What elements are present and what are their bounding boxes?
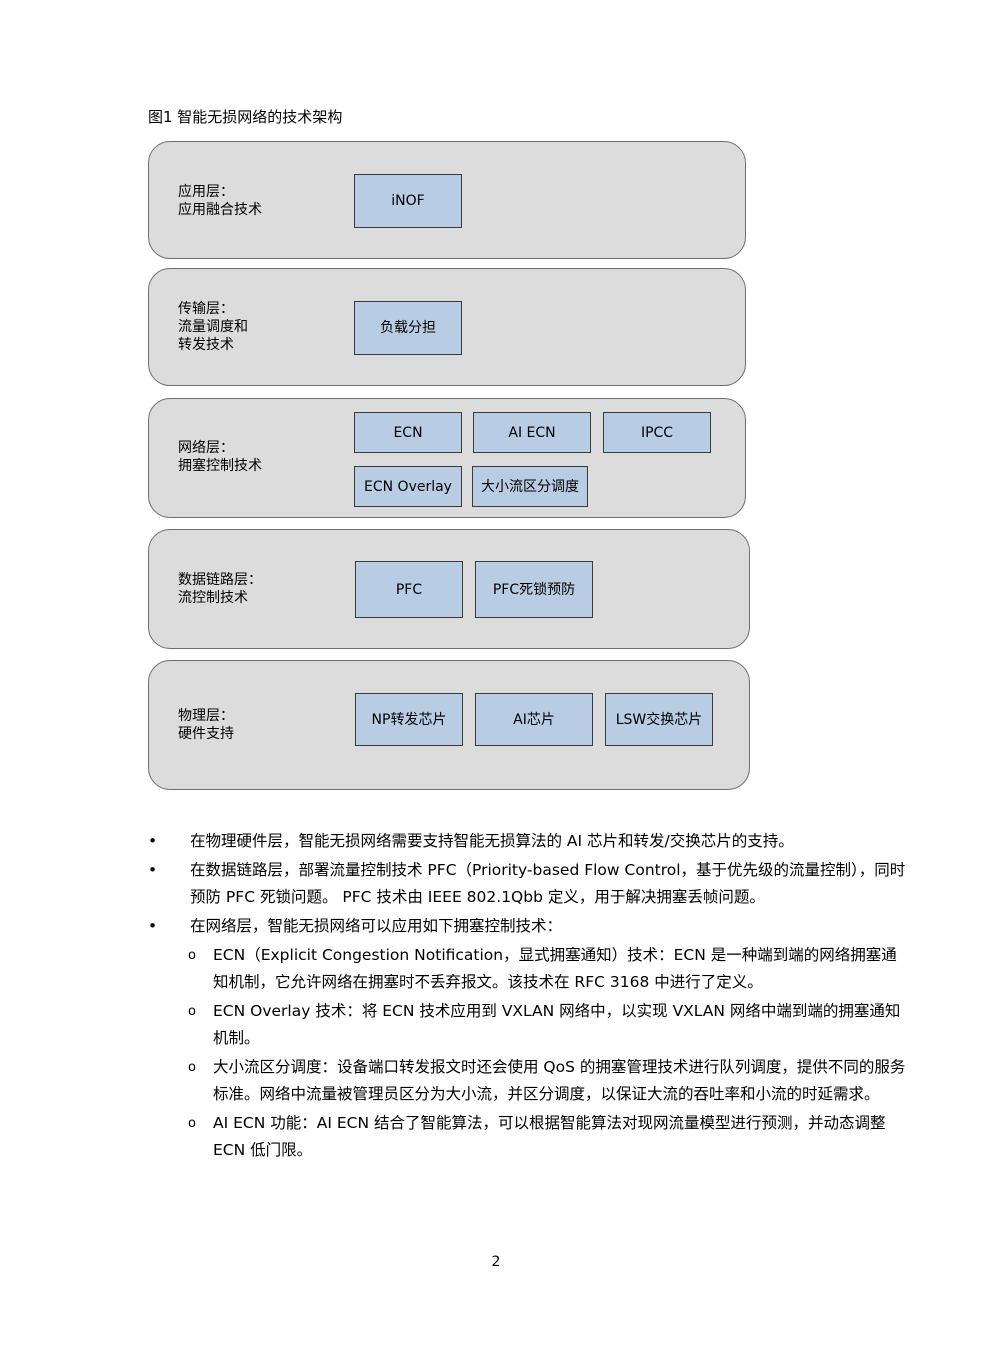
layer-label-line: 数据链路层：: [178, 572, 262, 588]
box-ai-ecn: AI ECN: [473, 412, 591, 453]
bullet-text: 在数据链路层，部署流量控制技术 PFC（Priority-based Flow …: [190, 861, 906, 906]
figure-caption: 图1 智能无损网络的技术架构: [148, 108, 343, 126]
box-pfc-deadlock: PFC死锁预防: [475, 561, 593, 618]
sub-bullet-text: ECN（Explicit Congestion Notification，显式拥…: [213, 946, 897, 991]
layer-label-line: 流量调度和: [178, 319, 248, 335]
page-number: 2: [491, 1254, 501, 1270]
bullet-text: 在网络层，智能无损网络可以应用如下拥塞控制技术：: [190, 917, 563, 935]
box-ecn-overlay: ECN Overlay: [354, 466, 462, 507]
layer-label-line: 拥塞控制技术: [178, 458, 262, 474]
bullet-item: 在网络层，智能无损网络可以应用如下拥塞控制技术：: [148, 913, 908, 940]
layer-label: 应用层： 应用融合技术: [178, 183, 262, 219]
layer-data-link: 数据链路层： 流控制技术 PFC PFC死锁预防: [148, 529, 750, 649]
sub-bullet-item: ECN Overlay 技术：将 ECN 技术应用到 VXLAN 网络中，以实现…: [148, 998, 908, 1052]
layer-label: 数据链路层： 流控制技术: [178, 571, 262, 607]
layer-label-line: 应用层：: [178, 184, 234, 200]
bullet-item: 在物理硬件层，智能无损网络需要支持智能无损算法的 AI 芯片和转发/交换芯片的支…: [148, 828, 908, 855]
layer-label: 物理层： 硬件支持: [178, 707, 234, 743]
layer-physical: 物理层： 硬件支持 NP转发芯片 AI芯片 LSW交换芯片: [148, 660, 750, 790]
sub-bullet-item: 大小流区分调度：设备端口转发报文时还会使用 QoS 的拥塞管理技术进行队列调度，…: [148, 1054, 908, 1108]
box-inof: iNOF: [354, 174, 462, 228]
box-flow-scheduling: 大小流区分调度: [472, 466, 588, 507]
layer-label-line: 流控制技术: [178, 590, 248, 606]
layer-label: 网络层： 拥塞控制技术: [178, 439, 262, 475]
layer-label-line: 网络层：: [178, 440, 234, 456]
bullet-list: 在物理硬件层，智能无损网络需要支持智能无损算法的 AI 芯片和转发/交换芯片的支…: [148, 828, 908, 1164]
layer-label-line: 应用融合技术: [178, 202, 262, 218]
layer-transport: 传输层： 流量调度和 转发技术 负载分担: [148, 268, 746, 386]
sub-bullet-text: 大小流区分调度：设备端口转发报文时还会使用 QoS 的拥塞管理技术进行队列调度，…: [213, 1058, 906, 1103]
layer-label-line: 转发技术: [178, 337, 234, 353]
sub-bullet-item: AI ECN 功能：AI ECN 结合了智能算法，可以根据智能算法对现网流量模型…: [148, 1110, 908, 1164]
sub-bullet-text: AI ECN 功能：AI ECN 结合了智能算法，可以根据智能算法对现网流量模型…: [213, 1114, 886, 1159]
box-ipcc: IPCC: [603, 412, 711, 453]
layer-label-line: 物理层：: [178, 708, 234, 724]
layer-label-line: 传输层：: [178, 301, 234, 317]
box-ai-chip: AI芯片: [475, 693, 593, 746]
sub-bullet-item: ECN（Explicit Congestion Notification，显式拥…: [148, 942, 908, 996]
box-ecn: ECN: [354, 412, 462, 453]
bullet-text: 在物理硬件层，智能无损网络需要支持智能无损算法的 AI 芯片和转发/交换芯片的支…: [190, 832, 794, 850]
layer-application: 应用层： 应用融合技术 iNOF: [148, 141, 746, 259]
bullet-item: 在数据链路层，部署流量控制技术 PFC（Priority-based Flow …: [148, 857, 908, 911]
box-pfc: PFC: [355, 561, 463, 618]
box-np-chip: NP转发芯片: [355, 693, 463, 746]
layer-network: 网络层： 拥塞控制技术 ECN AI ECN IPCC ECN Overlay …: [148, 398, 746, 518]
layer-label-line: 硬件支持: [178, 726, 234, 742]
box-load-balance: 负载分担: [354, 301, 462, 355]
box-lsw-chip: LSW交换芯片: [605, 693, 713, 746]
sub-bullet-text: ECN Overlay 技术：将 ECN 技术应用到 VXLAN 网络中，以实现…: [213, 1002, 901, 1047]
layer-label: 传输层： 流量调度和 转发技术: [178, 300, 248, 354]
